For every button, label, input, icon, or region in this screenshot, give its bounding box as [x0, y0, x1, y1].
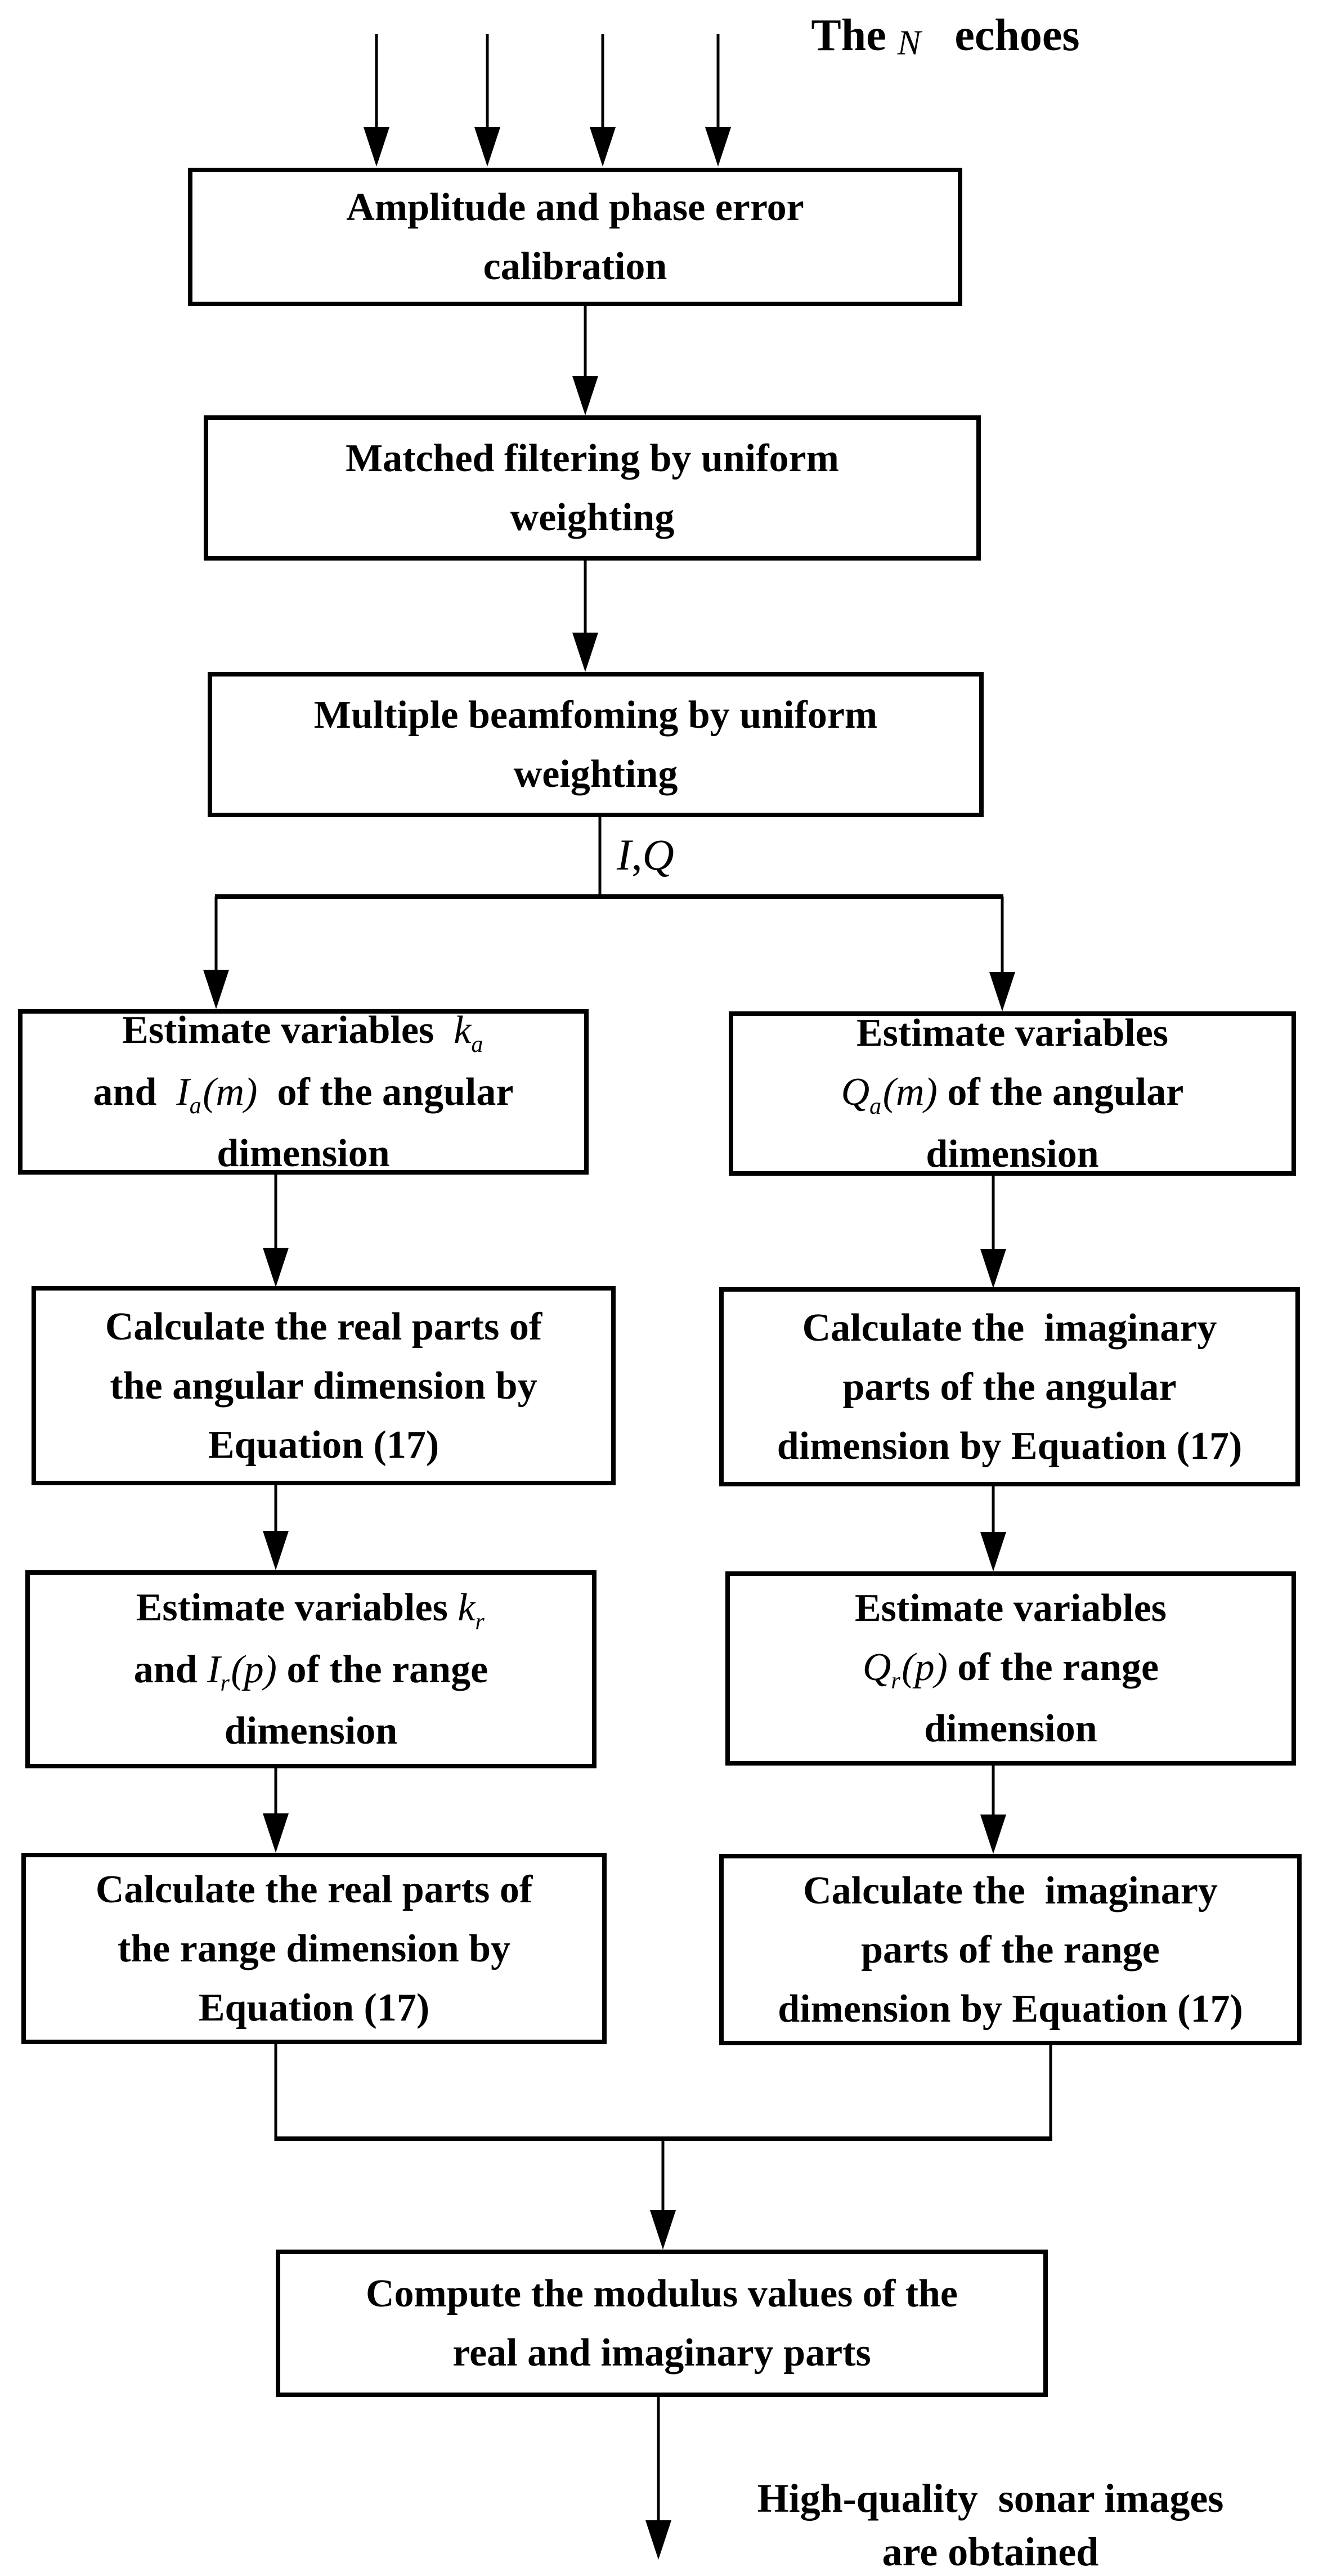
arrow-down-icon: [989, 972, 1015, 1011]
box-label: Amplitude and phase error calibration: [346, 186, 804, 288]
box-label: Compute the modulus values of the real a…: [365, 2272, 958, 2375]
arrow-down-icon: [980, 1532, 1006, 1571]
arrow-down-icon: [263, 1248, 289, 1287]
flow-line: [598, 817, 602, 899]
box-label: Multiple beamfoming by uniform weighting: [313, 693, 878, 796]
arrow-down-icon: [590, 127, 616, 167]
flow-line: [274, 1485, 277, 1533]
arrow-down-icon: [705, 127, 731, 167]
flow-line: [1049, 2045, 1052, 2141]
flow-line: [992, 1486, 995, 1534]
flow-line: [274, 1768, 277, 1816]
echo-arrow-line: [486, 34, 489, 127]
echo-arrow-line: [601, 34, 604, 127]
flow-line: [214, 897, 218, 970]
box-calc-angular-imag: Calculate the imaginary parts of the ang…: [719, 1287, 1300, 1486]
box-compute-modulus: Compute the modulus values of the real a…: [276, 2250, 1048, 2397]
flow-line: [657, 2397, 660, 2520]
arrow-down-icon: [474, 127, 500, 167]
flow-line: [992, 1766, 995, 1815]
box-label: Calculate the real parts of the range di…: [95, 1867, 533, 2030]
flow-line: [274, 2044, 277, 2141]
box-label: Calculate the real parts of the angular …: [105, 1305, 542, 1467]
box-calc-range-real: Calculate the real parts of the range di…: [21, 1853, 607, 2044]
flow-line: [1001, 897, 1004, 972]
box-label: Calculate the imaginary parts of the ran…: [778, 1869, 1243, 2031]
caption-output: High-quality sonar images are obtained: [757, 2476, 1224, 2575]
edge-label-iq: I,Q: [617, 830, 674, 879]
box-calc-angular-real: Calculate the real parts of the angular …: [32, 1286, 616, 1485]
box-multiple-beamforming: Multiple beamfoming by uniform weighting: [208, 672, 984, 817]
flow-line: [584, 561, 587, 636]
box-calc-range-imag: Calculate the imaginary parts of the ran…: [719, 1854, 1302, 2045]
arrow-down-icon: [572, 376, 598, 415]
box-matched-filtering: Matched filtering by uniform weighting: [204, 415, 981, 561]
box-label: Matched filtering by uniform weighting: [346, 437, 839, 539]
box-amplitude-phase-calibration: Amplitude and phase error calibration: [188, 168, 962, 306]
flow-line: [661, 2141, 665, 2211]
arrow-down-icon: [263, 1813, 289, 1853]
echo-arrow-line: [375, 34, 378, 127]
flow-line: [274, 1175, 277, 1248]
arrow-down-icon: [263, 1531, 289, 1570]
flow-line: [992, 1176, 995, 1249]
arrow-down-icon: [572, 633, 598, 672]
arrow-down-icon: [980, 1249, 1006, 1288]
box-label: Calculate the imaginary parts of the ang…: [777, 1306, 1243, 1468]
arrow-down-icon: [203, 970, 229, 1009]
arrow-down-icon: [980, 1815, 1006, 1854]
caption-n-echoes: The N echoes: [811, 11, 1080, 62]
branch-rail-line: [215, 894, 1003, 899]
merge-rail-line: [275, 2136, 1052, 2141]
arrow-down-icon: [364, 127, 389, 167]
arrow-down-icon: [650, 2210, 676, 2250]
flow-line: [584, 306, 587, 379]
echo-arrow-line: [716, 34, 720, 127]
arrow-down-icon: [645, 2520, 671, 2560]
